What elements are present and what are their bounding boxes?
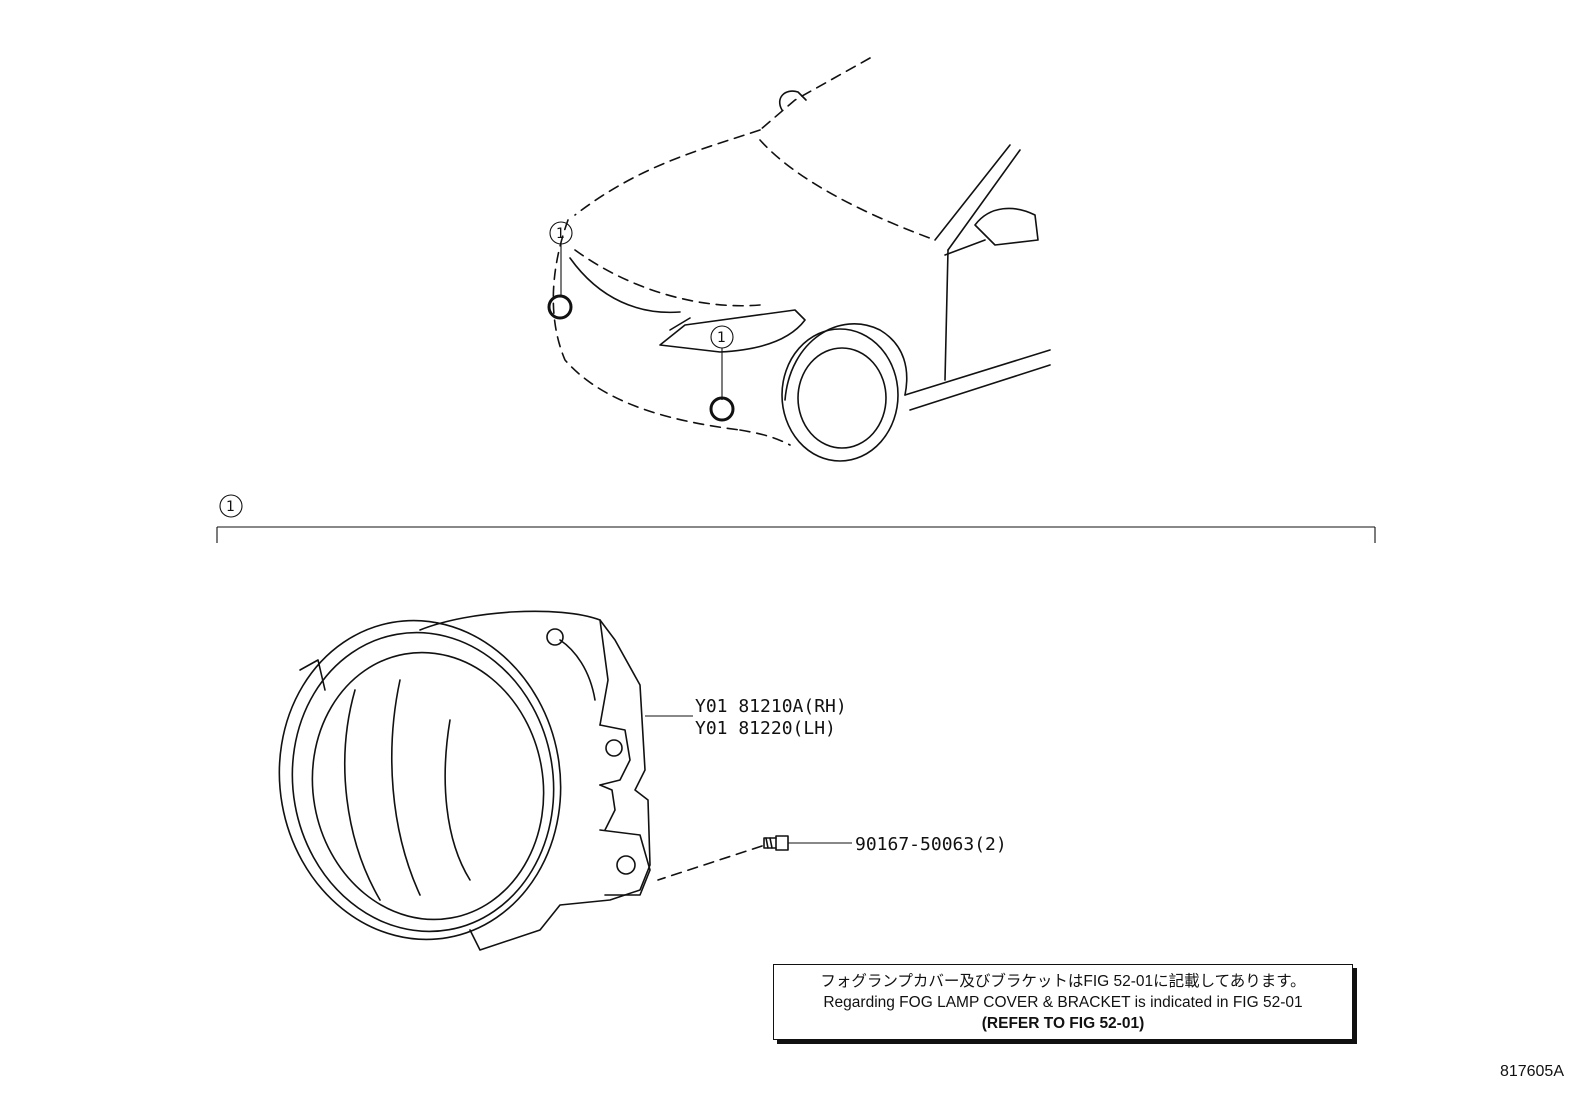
group-callout-label: 1: [226, 499, 235, 515]
note-line-english: Regarding FOG LAMP COVER & BRACKET is in…: [823, 994, 1303, 1011]
part-number-rh: Y01 81210A(RH): [695, 696, 847, 717]
callout-1-right-label: 1: [717, 330, 726, 346]
item-group-bracket: 1: [216, 494, 1376, 543]
note-line-japanese: フォグランプカバー及びブラケットはFIG 52-01に記載してあります。: [820, 973, 1306, 990]
fog-lamp-location-right: [709, 396, 735, 422]
car-front-illustration: 1 1: [547, 57, 1051, 462]
reference-note-box: フォグランプカバー及びブラケットはFIG 52-01に記載してあります。 Reg…: [773, 964, 1353, 1040]
fog-lamp-assembly-illustration: [278, 610, 852, 951]
screw-part: [763, 835, 852, 851]
part-number-screw: 90167-50063(2): [855, 834, 1007, 855]
figure-id: 817605A: [1499, 1063, 1564, 1080]
note-line-reference: (REFER TO FIG 52-01): [981, 1015, 1145, 1032]
part-number-lh: Y01 81220(LH): [695, 718, 836, 739]
fog-lamp-location-left: [547, 294, 573, 320]
callout-1-left-label: 1: [556, 226, 565, 242]
